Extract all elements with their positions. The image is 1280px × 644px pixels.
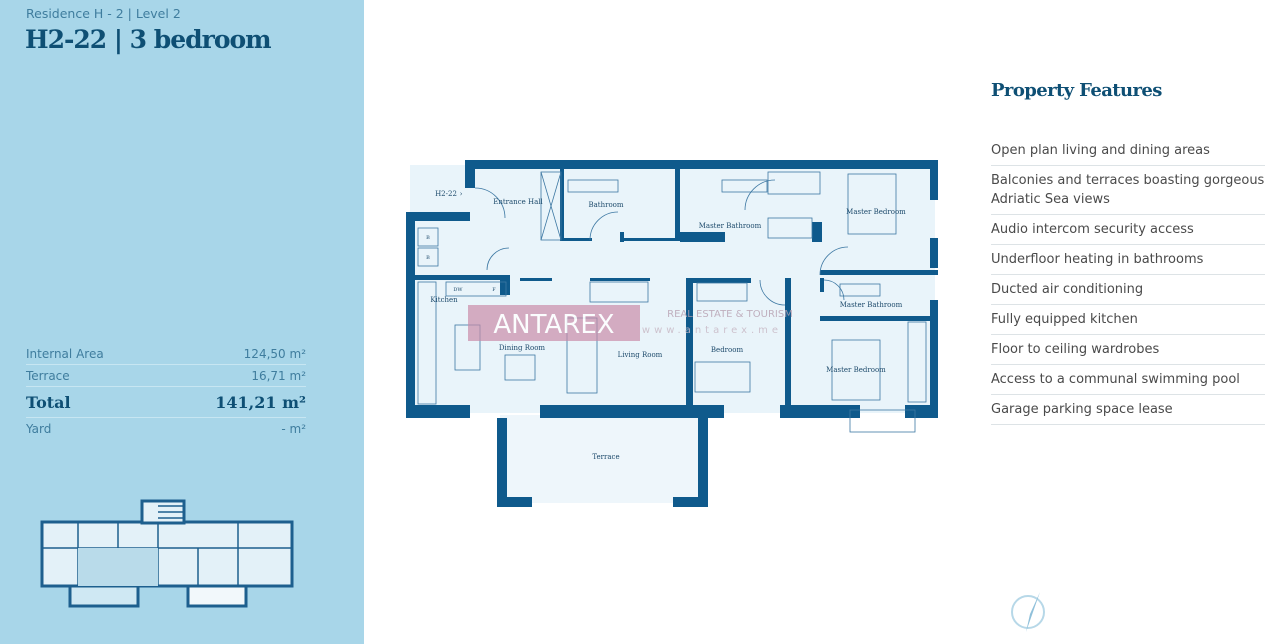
area-value: - m²	[281, 422, 306, 436]
svg-text:REAL ESTATE & TOURISM: REAL ESTATE & TOURISM	[667, 309, 793, 320]
info-panel: Residence H - 2 | Level 2 H2-22 | 3 bedr…	[0, 0, 364, 644]
watermark: ANTAREX REAL ESTATE & TOURISM www.antare…	[468, 305, 793, 341]
feature-item: Garage parking space lease	[991, 395, 1265, 425]
area-label: Terrace	[26, 368, 70, 383]
feature-item: Access to a communal swimming pool	[991, 365, 1265, 395]
entrance-arrow-icon: ›	[460, 190, 463, 198]
area-label: Internal Area	[26, 346, 104, 361]
residence-level: Residence H - 2 | Level 2	[26, 6, 181, 21]
room-label-entrance-hall: Entrance Hall	[493, 198, 543, 206]
area-row-terrace: Terrace 16,71 m²	[26, 365, 306, 387]
room-label-master-bathroom: Master Bathroom	[699, 222, 762, 230]
compass-logo-icon	[1011, 592, 1045, 632]
area-label: Yard	[26, 422, 52, 436]
floor-plan: H2-22 › Entrance Hall Bathroom Master Ba…	[406, 160, 938, 507]
unit-title: H2-22 | 3 bedroom	[25, 25, 272, 54]
feature-item: Floor to ceiling wardrobes	[991, 335, 1265, 365]
area-row-total: Total 141,21 m²	[26, 387, 306, 418]
feature-item: Fully equipped kitchen	[991, 305, 1265, 335]
area-table: Internal Area 124,50 m² Terrace 16,71 m² T…	[26, 343, 306, 440]
walls	[406, 160, 938, 507]
svg-text:ANTAREX: ANTAREX	[493, 310, 614, 340]
area-row-internal: Internal Area 124,50 m²	[26, 343, 306, 365]
feature-item: Ducted air conditioning	[991, 275, 1265, 305]
feature-item: Audio intercom security access	[991, 215, 1265, 245]
area-value: 16,71 m²	[251, 368, 306, 383]
appliance-label: DW	[453, 287, 463, 293]
appliance-label: F	[492, 287, 496, 293]
room-label-bedroom: Bedroom	[711, 346, 744, 354]
area-label: Total	[26, 392, 71, 412]
unit-marker: H2-22	[435, 190, 457, 198]
room-label-master-bathroom-2: Master Bathroom	[840, 301, 903, 309]
area-row-yard: Yard - m²	[26, 418, 306, 440]
room-label-terrace: Terrace	[592, 453, 619, 461]
room-label-dining-room: Dining Room	[499, 344, 546, 352]
appliance-label: B	[426, 255, 430, 261]
feature-item: Balconies and terraces boasting gorgeous…	[991, 166, 1265, 215]
room-label-living-room: Living Room	[618, 351, 663, 359]
room-label-master-bedroom: Master Bedroom	[846, 208, 906, 216]
area-value: 124,50 m²	[243, 346, 306, 361]
appliance-label: B	[426, 235, 430, 241]
room-label-master-bedroom-2: Master Bedroom	[826, 366, 886, 374]
svg-text:www.antarex.me: www.antarex.me	[642, 325, 782, 336]
feature-item: Open plan living and dining areas	[991, 136, 1265, 166]
features-list: Open plan living and dining areas Balcon…	[991, 136, 1265, 425]
feature-item: Underfloor heating in bathrooms	[991, 245, 1265, 275]
room-label-kitchen: Kitchen	[430, 296, 458, 304]
features-title: Property Features	[991, 80, 1162, 101]
area-value: 141,21 m²	[215, 392, 306, 412]
room-label-bathroom: Bathroom	[588, 201, 623, 209]
building-key-plan	[40, 499, 294, 608]
